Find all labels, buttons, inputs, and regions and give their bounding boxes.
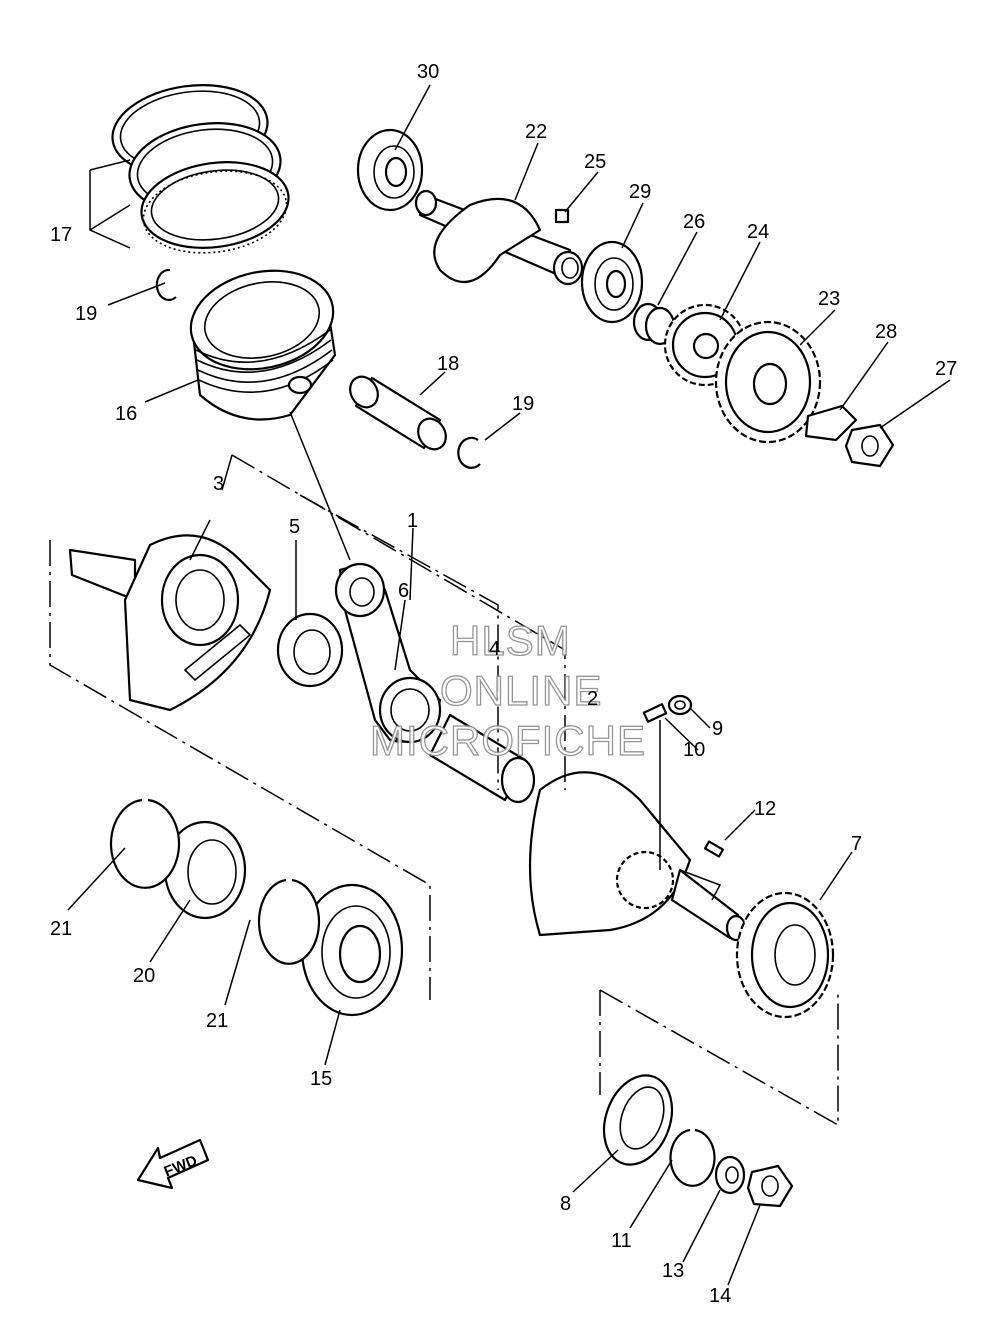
assembly-outline-crank-right <box>231 454 566 790</box>
callout-16: 16 <box>115 403 137 425</box>
balancer-shaft-part <box>414 189 584 286</box>
callout-26: 26 <box>683 211 705 233</box>
callout-22: 22 <box>525 121 547 143</box>
assembly-outline-gear <box>599 989 839 1127</box>
crank-left-part <box>68 534 272 712</box>
circlip-left-part <box>109 798 181 889</box>
callout-17: 17 <box>50 224 72 246</box>
callout-28: 28 <box>875 321 897 343</box>
circlip-right-part <box>257 878 321 965</box>
spring-part <box>667 694 693 716</box>
callout-27: 27 <box>935 358 957 380</box>
balancer-weight-gear-part <box>714 320 822 444</box>
callout-25: 25 <box>584 151 606 173</box>
callout-21-right: 21 <box>206 1010 228 1032</box>
retaining-plate-part <box>602 1074 674 1166</box>
callout-5: 5 <box>289 516 300 538</box>
piston-pin-part <box>349 375 447 451</box>
woodruff-key-part <box>703 840 725 858</box>
callout-3: 3 <box>213 473 224 495</box>
balancer-key-part <box>554 208 570 224</box>
lock-washer-part <box>804 404 858 442</box>
assembly-outline-crank <box>49 540 431 1000</box>
leader-lines <box>67 84 951 1286</box>
callout-12: 12 <box>754 798 776 820</box>
gear-circlip-part <box>669 1128 716 1187</box>
callout-14: 14 <box>709 1285 731 1307</box>
washer-part <box>714 1155 746 1195</box>
watermark-line3: MICROFICHE <box>370 717 646 764</box>
callout-19-lower: 19 <box>512 393 534 415</box>
callout-29: 29 <box>629 181 651 203</box>
callout-4: 4 <box>489 638 500 660</box>
callout-1: 1 <box>407 510 418 532</box>
piston-pin-circlip-part <box>155 268 177 302</box>
callout-30: 30 <box>417 61 439 83</box>
piston-part <box>189 269 337 421</box>
watermark-line2: ONLINE <box>440 667 602 714</box>
callout-7: 7 <box>851 833 862 855</box>
callout-9: 9 <box>712 718 723 740</box>
callout-10: 10 <box>683 739 705 761</box>
balancer-bearing-part <box>580 240 644 324</box>
callout-20: 20 <box>133 965 155 987</box>
needle-bearing-part <box>276 612 344 688</box>
watermark-line1: HLSM <box>450 617 571 664</box>
callout-24: 24 <box>747 221 769 243</box>
watermark: HLSM ONLINE MICROFICHE <box>369 616 646 764</box>
callout-6: 6 <box>398 580 409 602</box>
pin-part <box>642 703 668 723</box>
callout-13: 13 <box>662 1260 684 1282</box>
callout-18: 18 <box>437 353 459 375</box>
assembly-outline-crank-mid <box>299 494 499 790</box>
callout-11: 11 <box>611 1230 632 1252</box>
callout-23: 23 <box>818 288 840 310</box>
callout-21-left: 21 <box>50 918 72 940</box>
gear-nut-part <box>746 1164 794 1208</box>
balancer-nut-part <box>844 423 895 468</box>
main-bearing-part <box>300 883 404 1017</box>
callout-8: 8 <box>560 1193 571 1215</box>
piston-pin-circlip-part <box>457 436 481 469</box>
callout-19-upper: 19 <box>75 303 97 325</box>
oil-seal-part <box>163 820 247 920</box>
crank-pin-part <box>428 713 536 804</box>
crank-bearing-upper-part <box>356 128 424 212</box>
primary-drive-gear-part <box>735 891 835 1019</box>
connecting-rod-part <box>334 562 442 744</box>
crank-right-part <box>528 771 747 942</box>
callout-2: 2 <box>587 688 598 710</box>
piston-rings-part <box>111 83 290 254</box>
callout-labels: 1 2 3 4 5 6 7 8 9 10 11 12 13 14 15 16 1… <box>50 61 957 1307</box>
callout-15: 15 <box>310 1068 332 1090</box>
forward-direction-arrow: FWD <box>136 1138 210 1190</box>
